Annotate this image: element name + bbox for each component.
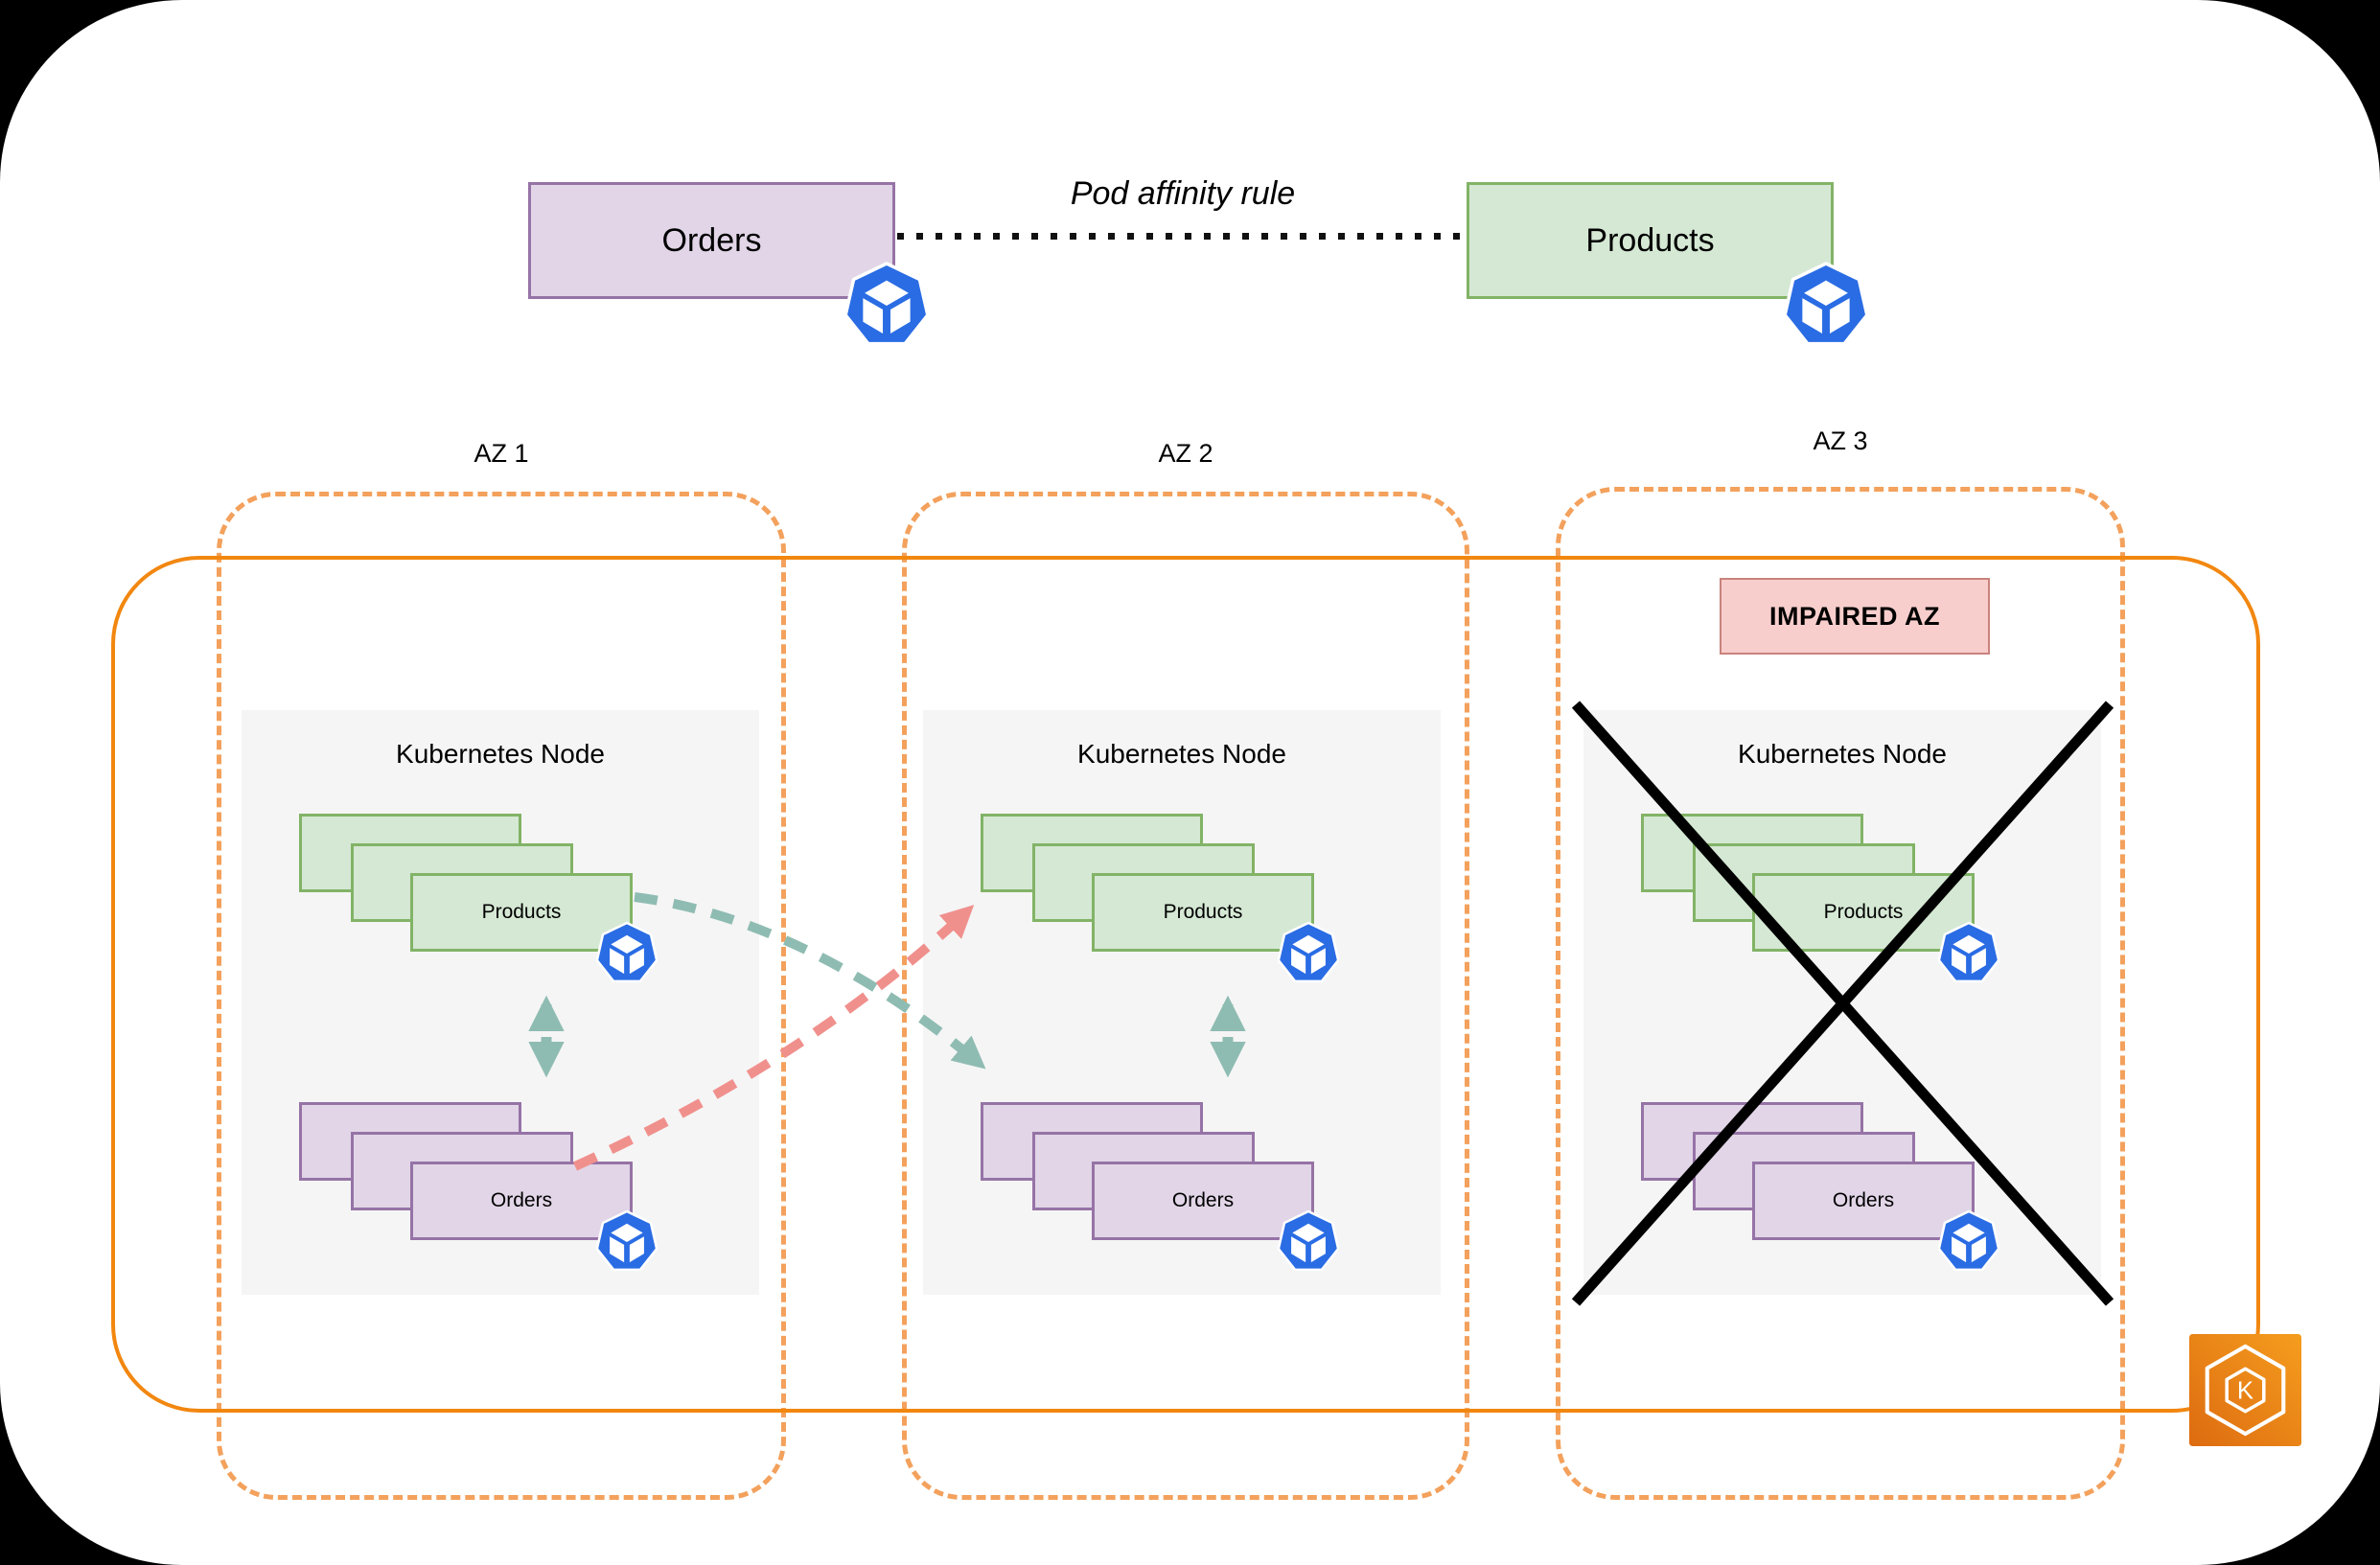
az1-label: AZ 1 <box>474 439 529 468</box>
pod-affinity-rule-label: Pod affinity rule <box>1070 175 1296 212</box>
node-title: Kubernetes Node <box>396 739 605 769</box>
kubernetes-pod-icon <box>1938 921 1999 986</box>
az3-label: AZ 3 <box>1813 426 1868 455</box>
orders-pod-label: Orders <box>1832 1189 1895 1211</box>
kubernetes-pod-icon <box>596 1209 658 1275</box>
products-service-label: Products <box>1585 221 1715 259</box>
orders-pod: Orders <box>1092 1162 1314 1240</box>
products-pod-label: Products <box>481 901 562 923</box>
impaired-az-badge-label: IMPAIRED AZ <box>1769 601 1940 631</box>
kubernetes-pod-icon <box>1278 1209 1339 1275</box>
orders-pod: Orders <box>410 1162 633 1240</box>
eks-cluster-boundary <box>111 556 2260 1413</box>
impaired-az-badge: IMPAIRED AZ <box>1720 578 1990 655</box>
orders-service-box: Orders <box>528 182 895 299</box>
kubernetes-pod-icon <box>596 921 658 986</box>
az2-label: AZ 2 <box>1158 439 1213 468</box>
products-pod-label: Products <box>1163 901 1243 923</box>
eks-cluster-icon: K <box>2189 1334 2301 1446</box>
kubernetes-pod-icon <box>1784 262 1868 350</box>
orders-pod-label: Orders <box>1171 1189 1235 1211</box>
orders-pod-label: Orders <box>490 1189 553 1211</box>
kubernetes-node-az1: Kubernetes Node Products Orders <box>242 710 759 1295</box>
kubernetes-pod-icon <box>1278 921 1339 986</box>
node-title: Kubernetes Node <box>1077 739 1286 769</box>
kubernetes-node-az2: Kubernetes Node Products Orders <box>923 710 1441 1295</box>
eks-icon-letter: K <box>2237 1377 2253 1404</box>
products-pod-label: Products <box>1823 901 1904 923</box>
products-pod: Products <box>1092 873 1314 952</box>
products-service-box: Products <box>1467 182 1834 299</box>
orders-service-label: Orders <box>661 221 762 259</box>
kubernetes-node-az3: Kubernetes Node Products Orders <box>1583 710 2101 1295</box>
node-title: Kubernetes Node <box>1738 739 1947 769</box>
kubernetes-pod-icon <box>844 262 929 350</box>
kubernetes-pod-icon <box>1938 1209 1999 1275</box>
pod-affinity-dotted-link <box>897 233 1465 240</box>
az3-boundary <box>1556 487 2125 1500</box>
